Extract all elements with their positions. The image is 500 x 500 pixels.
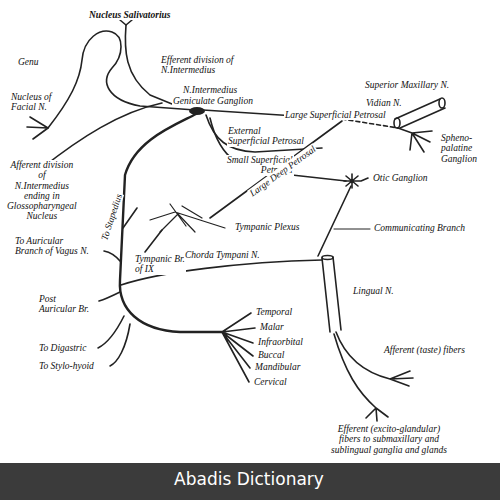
digastric-branch	[98, 316, 124, 348]
branch-label: Tympanic Br. of IX	[134, 254, 186, 275]
afferent-intermedius	[42, 103, 162, 168]
nerve-label: Afferent division of N.Intermedius endin…	[6, 160, 78, 222]
nerve-label: Efferent division of N.Intermedius	[160, 55, 234, 76]
post-auricular-branch	[99, 292, 120, 301]
nucleus-label: Nucleus Salivatorius	[88, 10, 172, 20]
auricular-vagus-branch	[104, 251, 121, 262]
tympanic-plexus	[150, 204, 225, 232]
nerve-label: Lingual N.	[352, 286, 395, 296]
fibre-label: Efferent (excito-glandular) fibers to su…	[330, 424, 448, 455]
branch-label: To Stapedius	[99, 192, 124, 243]
facial-trunk	[120, 114, 222, 332]
stapedius-branch	[123, 208, 137, 228]
geniculate-ganglion	[189, 107, 205, 115]
branch-label: Post Auricular Br.	[38, 294, 90, 315]
nerve-cut-end	[322, 256, 333, 260]
otic-ganglion	[344, 174, 368, 188]
glandular-fibres	[334, 334, 388, 421]
stylohyoid-branch	[110, 324, 130, 366]
branch-label: Temporal	[255, 307, 293, 317]
ganglion-label: Otic Ganglion	[372, 173, 429, 183]
large-deep-petrosal	[210, 121, 342, 218]
branch-label: Malar	[259, 322, 285, 332]
terminal-branch	[222, 313, 255, 382]
nerve-label: Large Superficial Petrosal	[284, 110, 387, 120]
nerve-label: N.Intermedius	[182, 85, 238, 95]
branch-label: Infraorbital	[257, 337, 304, 347]
sphenopalatine-ganglion	[398, 128, 432, 152]
external-superficial-petrosal	[206, 115, 322, 152]
nerve-label: Chorda Tympani N.	[184, 250, 261, 260]
communicating-branch	[318, 186, 351, 256]
ganglion-label: Geniculate Ganglion	[172, 96, 254, 106]
nerve-label: External Superficial Petrosal	[227, 126, 305, 147]
facial-root	[48, 31, 195, 128]
tympanic-branch	[145, 230, 162, 252]
taste-fibres	[336, 332, 413, 386]
lingual-nerve	[322, 257, 341, 332]
nucleus-label: Nucleus of Facial N.	[10, 92, 52, 113]
branch-label: To Digastric	[38, 343, 87, 353]
nerve-cut-end	[394, 118, 400, 128]
branch-label: Communicating Branch	[373, 223, 466, 233]
vidian-nerve	[342, 119, 398, 128]
leader-line	[334, 229, 370, 230]
branch-label: Mandibular	[254, 362, 301, 372]
nucleus-fork	[120, 20, 132, 25]
watermark: Abadis Dictionary	[0, 470, 499, 488]
plexus-label: Tympanic Plexus	[234, 222, 300, 232]
branch-label: To Auricular Branch of Vagus N.	[14, 236, 90, 257]
part-label: Genu	[17, 57, 40, 67]
nerve-label: Superior Maxillary N.	[364, 80, 450, 90]
nerve-label: Vidian N.	[365, 98, 403, 108]
ganglion-label: Spheno- palatine Ganglion	[440, 133, 478, 164]
footer-band	[0, 463, 500, 500]
branch-label: Buccal	[257, 350, 285, 360]
branch-label: Cervical	[253, 377, 288, 387]
nerve-cut-end	[439, 98, 445, 108]
branch-label: To Stylo-hyoid	[38, 361, 95, 371]
fibre-label: Afferent (taste) fibers	[383, 345, 466, 355]
nucleus-fibre	[27, 117, 48, 139]
